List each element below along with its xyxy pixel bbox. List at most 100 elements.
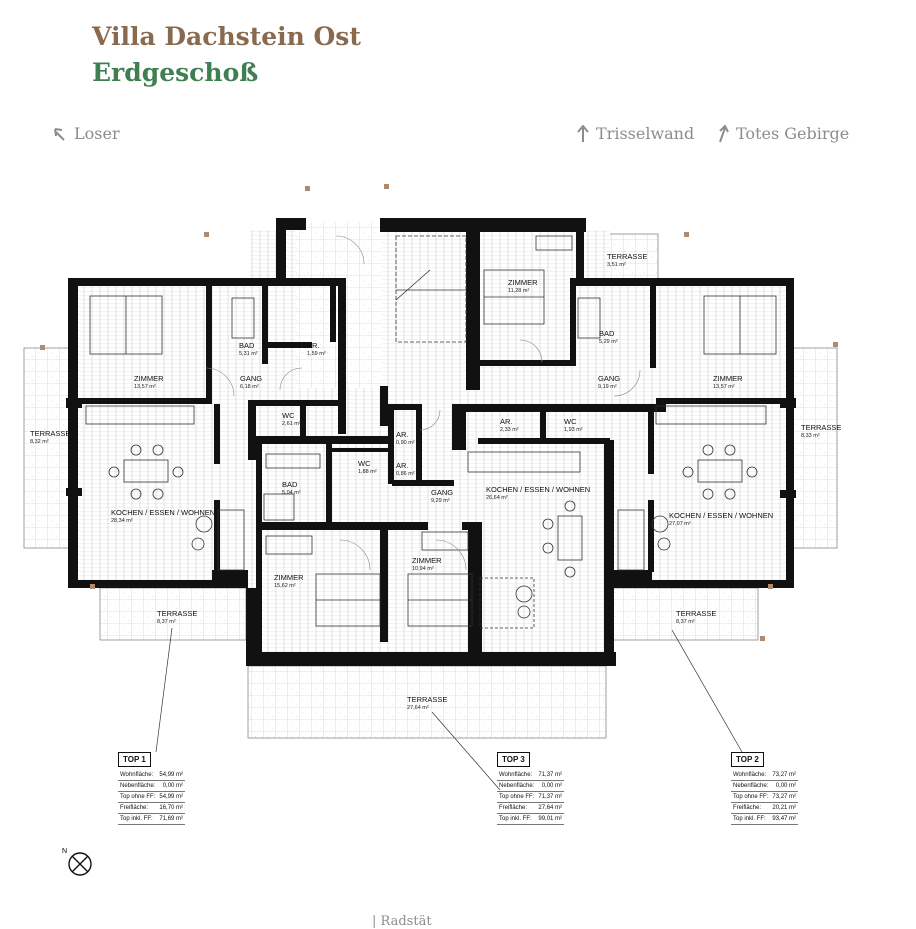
table-row: Top ohne FF:54,99 m² [118, 791, 186, 803]
room-area: 9,29 m² [431, 498, 450, 504]
room-area: 0,86 m² [396, 471, 415, 477]
room-label: KOCHEN / ESSEN / WOHNEN [111, 508, 215, 517]
room-area: 0,90 m² [396, 440, 415, 446]
room-area: 5,31 m² [239, 351, 258, 357]
room-area: 28,34 m² [111, 518, 133, 524]
room-label: GANG [431, 488, 453, 497]
room-label: ZIMMER [134, 374, 164, 383]
direction-totes-gebirge: Totes Gebirge [716, 124, 849, 143]
room-area: 8,32 m² [30, 439, 49, 445]
unit-name: TOP 1 [118, 752, 151, 767]
room-area: 5,04 m² [282, 490, 301, 496]
room-area: 27,07 m² [669, 521, 691, 527]
direction-loser: Loser [52, 124, 120, 143]
unit-summary-top-3: TOP 3 Wohnfläche:71,37 m² Nebenfläche:0,… [497, 752, 565, 825]
room-label: WC [358, 459, 371, 468]
direction-trisselwand: Trisselwand [576, 124, 694, 143]
room-label: TERRASSE [407, 695, 447, 704]
walls [66, 218, 796, 666]
table-row: Top inkl. FF:71,69 m² [118, 813, 186, 825]
direction-label-bottom: Radstät [380, 914, 432, 929]
table-row: Wohnfläche:71,37 m² [497, 770, 565, 781]
table-row: Nebenfläche:0,00 m² [118, 780, 186, 792]
direction-label-totes-gebirge: Totes Gebirge [736, 124, 850, 143]
table-row: Top ohne FF:71,37 m² [497, 791, 565, 803]
row-key: Wohnfläche: [118, 770, 158, 781]
row-key: Top ohne FF: [731, 791, 771, 803]
row-value: 54,99 m² [157, 770, 186, 781]
row-key: Nebenfläche: [118, 780, 158, 792]
room-area: 8,33 m² [801, 433, 820, 439]
room-label: ZIMMER [508, 278, 538, 287]
room-label: WC [282, 411, 295, 420]
room-area: 1,88 m² [358, 469, 377, 475]
unit-table: Wohnfläche:73,27 m² Nebenfläche:0,00 m² … [731, 770, 799, 825]
row-key: Wohnfläche: [497, 770, 537, 781]
table-row: Freifläche:20,21 m² [731, 802, 799, 814]
row-value: 0,00 m² [536, 780, 565, 792]
row-key: Freifläche: [118, 802, 158, 814]
room-area: 9,19 m² [598, 384, 617, 390]
row-value: 99,01 m² [536, 813, 565, 825]
room-labels: ZIMMER 13,57 m² BAD 5,31 m² AR. 1,59 m² … [30, 252, 841, 711]
row-value: 0,00 m² [770, 780, 799, 792]
room-label: TERRASSE [607, 252, 647, 261]
table-row: Top inkl. FF:93,47 m² [731, 813, 799, 825]
room-label: ZIMMER [713, 374, 743, 383]
room-area: 3,51 m² [607, 262, 626, 268]
room-label: WC [564, 417, 577, 426]
arrow-northeast-icon [719, 124, 729, 142]
row-key: Nebenfläche: [731, 780, 771, 792]
room-area: 6,18 m² [240, 384, 259, 390]
table-row: Top ohne FF:73,27 m² [731, 791, 799, 803]
table-row: Nebenfläche:0,00 m² [497, 780, 565, 792]
row-value: 73,27 m² [770, 791, 799, 803]
unit-name: TOP 2 [731, 752, 764, 767]
room-area: 1,59 m² [307, 351, 326, 357]
arrow-up-icon [577, 124, 589, 142]
page-title: Villa Dachstein Ost [92, 22, 361, 51]
terraces [23, 233, 838, 739]
room-area: 8,37 m² [157, 619, 176, 625]
floors [76, 222, 790, 660]
table-row: Nebenfläche:0,00 m² [731, 780, 799, 792]
room-label: KOCHEN / ESSEN / WOHNEN [486, 485, 590, 494]
row-key: Nebenfläche: [497, 780, 537, 792]
room-area: 27,64 m² [407, 705, 429, 711]
row-value: 93,47 m² [770, 813, 799, 825]
row-value: 71,37 m² [536, 791, 565, 803]
row-key: Freifläche: [731, 802, 771, 814]
room-area: 11,28 m² [508, 288, 529, 294]
row-value: 0,00 m² [157, 780, 186, 792]
room-area: 26,64 m² [486, 495, 508, 501]
direction-bottom: | Radstät [372, 914, 432, 929]
direction-label-trisselwand: Trisselwand [596, 124, 695, 143]
room-area: 13,57 m² [713, 384, 735, 390]
room-area: 2,33 m² [500, 427, 519, 433]
room-area: 15,62 m² [274, 583, 296, 589]
row-key: Top ohne FF: [118, 791, 158, 803]
furniture [85, 235, 777, 629]
room-area: 10,94 m² [412, 566, 434, 572]
table-row: Freifläche:16,70 m² [118, 802, 186, 814]
room-label: KOCHEN / ESSEN / WOHNEN [669, 511, 773, 520]
room-label: BAD [282, 480, 298, 489]
room-label: TERRASSE [801, 423, 841, 432]
row-key: Wohnfläche: [731, 770, 771, 781]
compass-icon: N [62, 848, 92, 876]
table-row: Top inkl. FF:99,01 m² [497, 813, 565, 825]
room-area: 5,29 m² [599, 339, 618, 345]
compass-label: N [62, 848, 67, 855]
row-key: Freifläche: [497, 802, 537, 814]
room-label: ZIMMER [274, 573, 304, 582]
page-subtitle: Erdgeschoß [92, 58, 259, 87]
table-row: Freifläche:27,64 m² [497, 802, 565, 814]
row-value: 16,70 m² [157, 802, 186, 814]
unit-name: TOP 3 [497, 752, 530, 767]
row-value: 73,27 m² [770, 770, 799, 781]
room-area: 1,93 m² [564, 427, 583, 433]
unit-summary-top-1: TOP 1 Wohnfläche:54,99 m² Nebenfläche:0,… [118, 752, 186, 825]
room-label: TERRASSE [157, 609, 197, 618]
unit-summary-top-2: TOP 2 Wohnfläche:73,27 m² Nebenfläche:0,… [731, 752, 799, 825]
